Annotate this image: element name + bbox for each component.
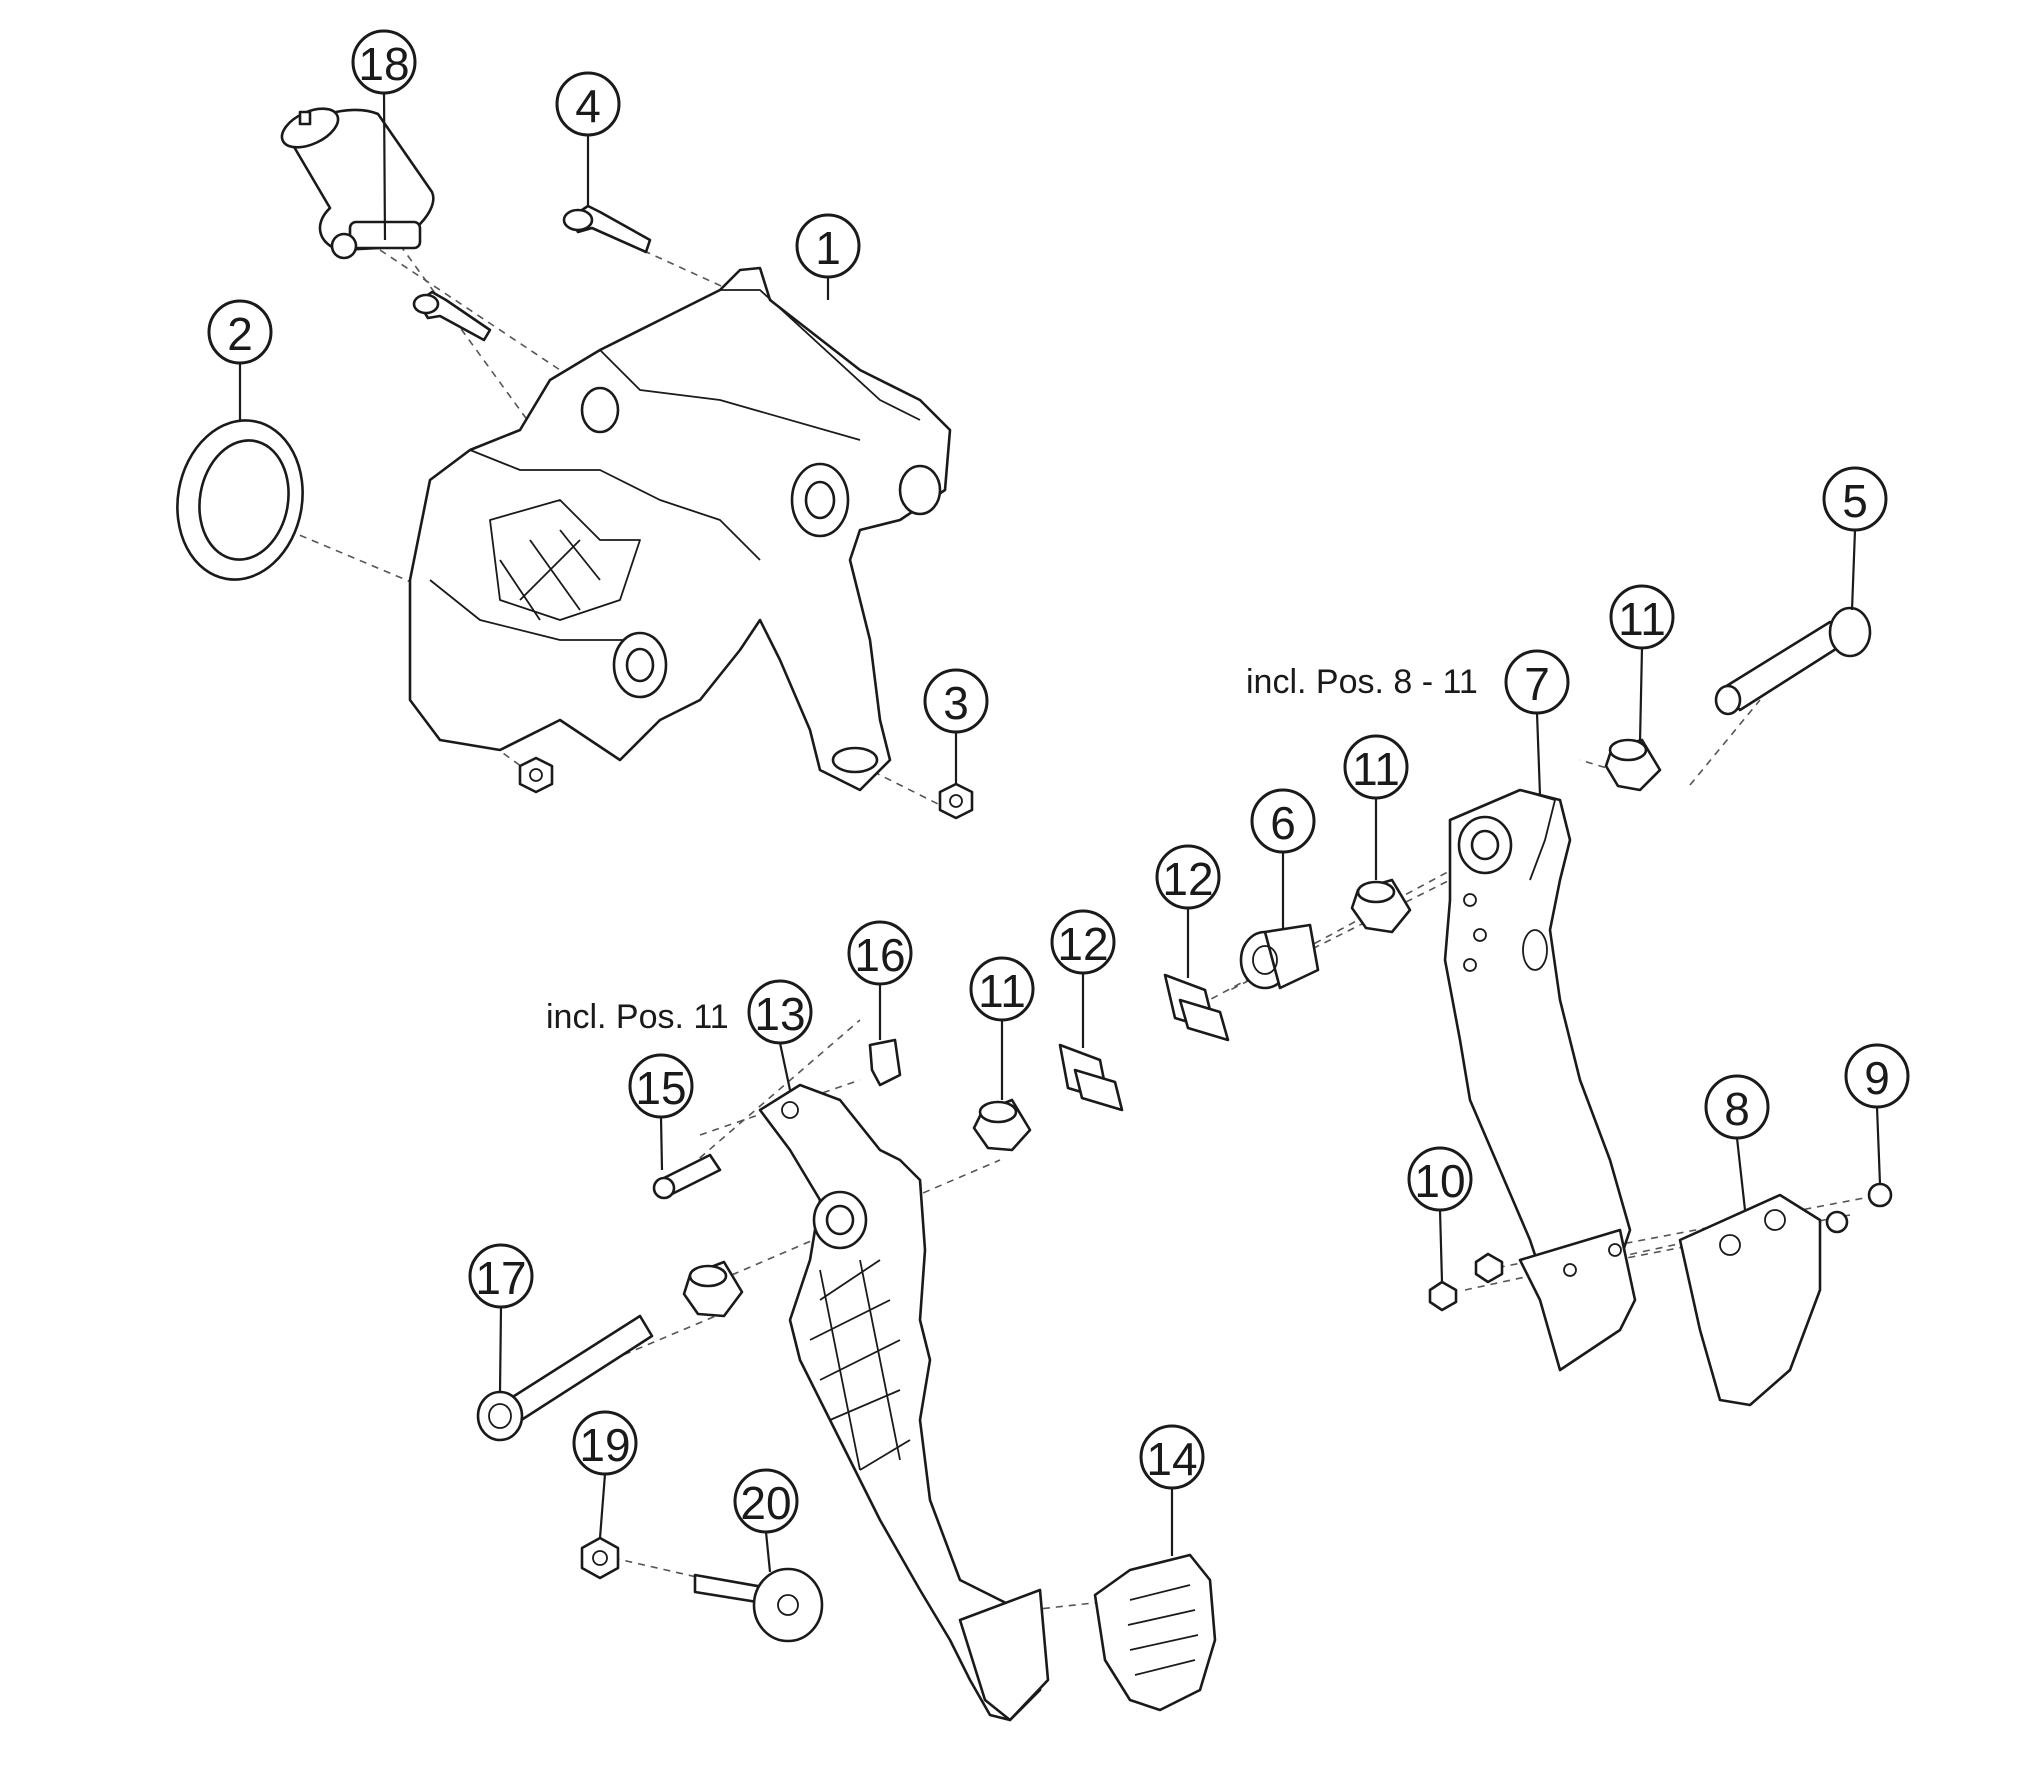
part-11-bushing-upper [1604,738,1662,792]
callout-13: 13 [747,979,813,1045]
part-12-clip-lower [1058,1043,1124,1112]
callout-leaders [238,92,1882,1573]
callout-8: 8 [1704,1074,1770,1140]
part-7-pedal-arm [1443,788,1632,1272]
part-15-pin [652,1153,722,1200]
callout-18-label: 18 [358,38,409,90]
callout-19: 19 [572,1410,638,1476]
callout-13-label: 13 [754,988,805,1040]
part-20-bolt [693,1567,824,1643]
part-2-seal-ring [176,419,304,581]
callout-3: 3 [923,668,989,734]
part-3-nut [518,756,974,820]
part-11-bushing-lower [972,1098,1032,1152]
callout-20: 20 [733,1468,799,1534]
callout-2-label: 2 [227,308,253,360]
callout-1-label: 1 [815,222,841,274]
part-7-pedal-plate [1518,1228,1637,1372]
callout-14-label: 14 [1146,1433,1197,1485]
callout-11-upper-label: 11 [1618,593,1666,645]
part-1-pedal-housing [408,266,952,792]
callout-12-lower-label: 12 [1057,918,1108,970]
callout-17-label: 17 [475,1252,526,1304]
part-16-clip [868,1038,902,1087]
part-14-pedal-pad [1093,1553,1217,1712]
callout-12-upper: 12 [1155,844,1221,910]
part-13-pedal-arm [758,1083,1050,1722]
callout-5: 5 [1822,466,1888,532]
callout-3-label: 3 [943,677,969,729]
callout-5-label: 5 [1842,475,1868,527]
callout-7: 7 [1504,649,1570,715]
part-19-nut [580,1536,620,1580]
callout-10-label: 10 [1414,1155,1465,1207]
part-17-pin [476,1314,654,1442]
callout-11-upper: 11 [1609,584,1675,650]
callout-8-label: 8 [1724,1083,1750,1135]
part-9-screw [1825,1182,1893,1234]
part-4-bolt [562,204,652,254]
note-incl-pos-11: incl. Pos. 11 [546,998,729,1036]
note-incl-pos-8-11: incl. Pos. 8 - 11 [1246,663,1478,701]
callout-4: 4 [555,71,621,137]
callout-16: 16 [847,920,913,986]
part-18-bolt [412,290,492,342]
callout-11-middle-label: 11 [1352,743,1400,795]
callout-17: 17 [468,1243,534,1309]
part-18-actuator [280,107,435,260]
callout-19-label: 19 [579,1419,630,1471]
callout-11-middle: 11 [1343,734,1409,800]
part-5-pin [1714,606,1872,716]
callout-16-label: 16 [854,929,905,981]
part-12-clip-upper [1163,973,1230,1042]
callout-9: 9 [1844,1043,1910,1109]
callout-15: 15 [628,1053,694,1119]
callout-6: 6 [1250,788,1316,854]
callout-20-label: 20 [740,1477,791,1529]
part-6-bushing [1239,923,1320,990]
callout-6-label: 6 [1270,797,1296,849]
callout-11-lower: 11 [969,956,1035,1022]
callout-12-upper-label: 12 [1162,853,1213,905]
part-11-bushing-middle [1350,878,1412,934]
callout-7-label: 7 [1524,658,1550,710]
part-8-pedal-pad [1678,1193,1822,1407]
part-17-bushing [682,1260,744,1318]
callout-14: 14 [1139,1424,1205,1490]
callout-12-lower: 12 [1050,909,1116,975]
callout-18: 18 [351,29,417,95]
callout-1: 1 [795,213,861,279]
callout-15-label: 15 [635,1062,686,1114]
callout-4-label: 4 [575,80,601,132]
callout-10: 10 [1407,1146,1473,1212]
callout-11-lower-label: 11 [978,965,1026,1017]
callout-2: 2 [207,299,273,365]
callout-9-label: 9 [1864,1052,1890,1104]
